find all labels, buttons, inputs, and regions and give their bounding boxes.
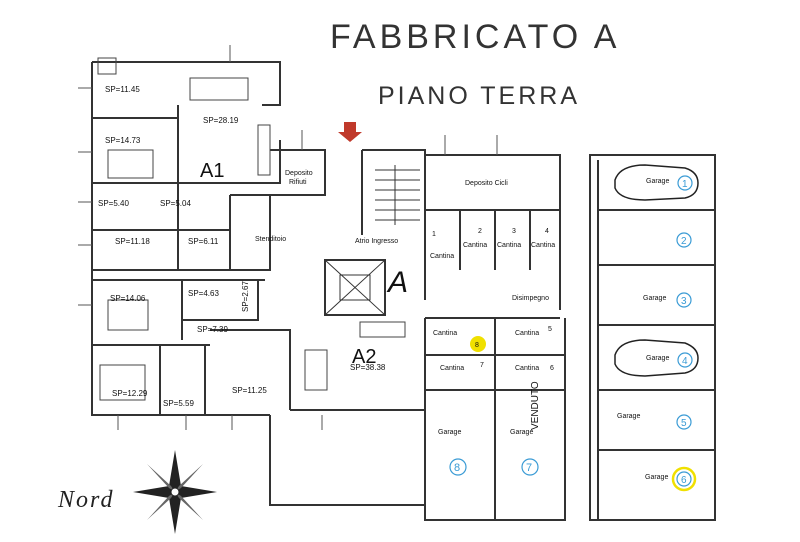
svg-text:1: 1 (682, 179, 688, 190)
room-area-label: SP=2.67 (241, 281, 250, 312)
dining-table (189, 77, 249, 101)
wall (589, 154, 716, 521)
room-area-label: SP=5.40 (98, 199, 129, 208)
highlight-marker (470, 336, 486, 352)
stove (97, 57, 117, 75)
bed (107, 149, 154, 179)
space-label: Deposito (285, 170, 313, 177)
room-area-label: SP=12.29 (112, 389, 148, 398)
room-area-label: SP=11.25 (232, 386, 267, 395)
wall (459, 210, 531, 270)
wall (91, 62, 270, 416)
svg-text:6: 6 (681, 475, 687, 486)
cantina-label: Cantina (463, 242, 487, 249)
wall (182, 280, 259, 321)
unit-label: A2 (352, 346, 376, 368)
room-area-label: SP=4.63 (188, 289, 219, 298)
wall (269, 415, 426, 506)
bed (99, 364, 146, 401)
stair-block-label: A (386, 266, 408, 299)
garage-label: Garage (645, 474, 668, 481)
wall (92, 61, 281, 106)
space-label: Deposito Cicli (465, 180, 508, 187)
garage-label: Garage (643, 295, 666, 302)
garage-label: Garage (510, 429, 533, 436)
svg-text:3: 3 (512, 228, 516, 235)
plan-subtitle: PIANO TERRA (378, 82, 581, 110)
space-label: Atrio Ingresso (355, 238, 398, 245)
svg-text:7: 7 (480, 362, 484, 369)
cantina-label: Cantina (440, 365, 464, 372)
space-label: Disimpegno (512, 295, 549, 302)
sold-label: VENDUTO (530, 381, 541, 430)
wall (177, 105, 281, 184)
bed (107, 299, 149, 331)
dining-table (304, 349, 328, 391)
cantina-label: Cantina (433, 330, 457, 337)
svg-text:2: 2 (681, 236, 687, 247)
cantina-label: Cantina (497, 242, 521, 249)
svg-text:3: 3 (681, 296, 687, 307)
garage-label: Garage (646, 355, 669, 362)
unit-label: A1 (200, 160, 224, 182)
room-area-label: SP=14.73 (105, 136, 141, 145)
svg-text:8: 8 (454, 462, 460, 474)
svg-text:5: 5 (548, 326, 552, 333)
svg-text:1: 1 (432, 231, 436, 238)
room-area-label: SP=6.11 (188, 237, 219, 246)
cantina-label: Cantina (430, 253, 454, 260)
svg-text:2: 2 (478, 228, 482, 235)
wall (362, 149, 426, 300)
svg-text:4: 4 (682, 356, 688, 367)
highlight-ring (671, 466, 697, 492)
room-area-label: SP=28.19 (203, 116, 239, 125)
kitchen-counter (359, 321, 406, 338)
plan-title: FABBRICATO A (330, 18, 621, 56)
wall (425, 209, 561, 310)
svg-text:4: 4 (545, 228, 549, 235)
room-area-label: SP=7.39 (197, 325, 228, 334)
car-icon (614, 164, 699, 201)
garage-label: Garage (646, 178, 669, 185)
sofa (257, 124, 271, 176)
car-icon (614, 339, 699, 377)
cantina-label: Cantina (531, 242, 555, 249)
entrance-arrow-icon (338, 122, 362, 142)
room-area-label: SP=11.18 (115, 237, 150, 246)
north-label: Nord (58, 487, 115, 513)
room-area-label: SP=11.45 (105, 85, 140, 94)
room-area-label: SP=38.38 (350, 363, 386, 372)
svg-text:8: 8 (475, 342, 479, 349)
room-area-label: SP=5.04 (160, 199, 191, 208)
room-area-label: SP=5.59 (163, 399, 194, 408)
cantina-label: Cantina (515, 330, 539, 337)
wall (159, 345, 206, 415)
space-label: Rifiuti (289, 179, 307, 186)
svg-text:7: 7 (526, 462, 532, 474)
compass-rose-icon (133, 450, 217, 534)
wall (210, 329, 291, 410)
cantina-label: Cantina (515, 365, 539, 372)
wall (229, 149, 326, 270)
room-area-label: SP=14.06 (110, 294, 146, 303)
svg-text:5: 5 (681, 418, 687, 429)
svg-text:6: 6 (550, 365, 554, 372)
space-label: Stenditoio (255, 236, 286, 243)
garage-label: Garage (438, 429, 461, 436)
garage-label: Garage (617, 413, 640, 420)
